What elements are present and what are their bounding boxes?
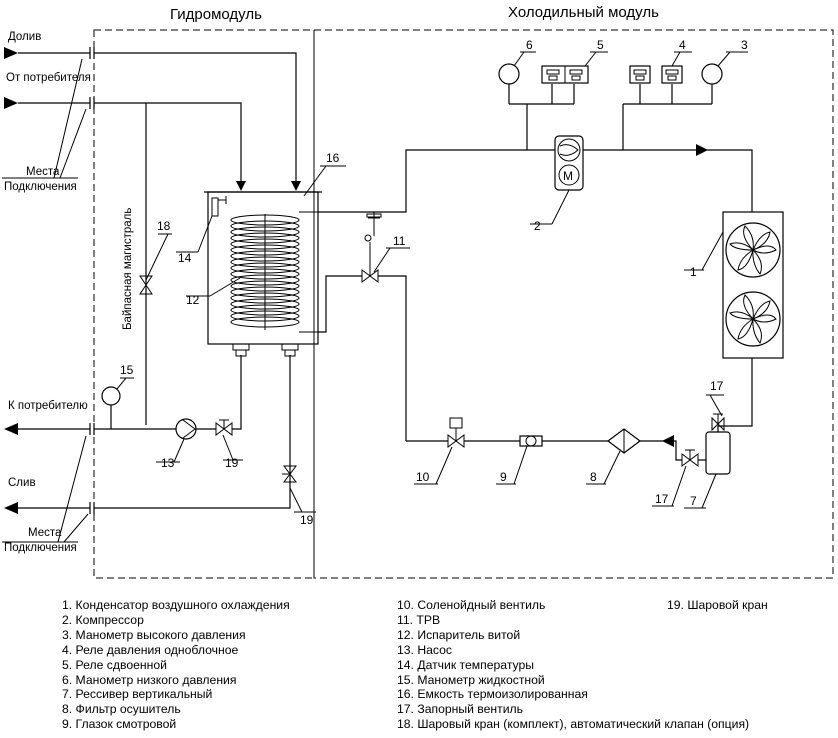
label-16: 16 xyxy=(326,151,340,165)
legend-item: 10. Соленойдный вентиль xyxy=(397,598,546,612)
legend-item: 11. ТРВ xyxy=(397,612,441,627)
liquid-arrow-icon xyxy=(662,435,674,447)
vertical-receiver xyxy=(705,431,731,475)
drain-ball-valve xyxy=(282,465,297,483)
label-12: 12 xyxy=(186,293,200,307)
compressor: M xyxy=(554,135,584,191)
receiver-outlet-shutoff-valve xyxy=(681,449,699,467)
legend-item: 2. Компрессор xyxy=(62,612,144,627)
label-18: 18 xyxy=(157,219,171,233)
discharge-arrow-icon xyxy=(696,144,708,156)
return-inlet-arrow-icon xyxy=(236,181,246,191)
label-9: 9 xyxy=(500,470,507,484)
label-2: 2 xyxy=(534,219,541,233)
filter-drier xyxy=(607,428,641,454)
legend-column-3: 19. Шаровой кран xyxy=(667,598,768,613)
label-10: 10 xyxy=(416,470,430,484)
label-14: 14 xyxy=(178,251,192,265)
dual-pressure-relay xyxy=(541,65,589,84)
places-bottom-label-1: Места xyxy=(28,527,62,539)
tank-outlet-fittings xyxy=(232,343,299,357)
legend-item: 1. Конденсатор воздушного охлаждения xyxy=(62,598,290,612)
high-pressure-gauge xyxy=(701,63,723,85)
label-4: 4 xyxy=(679,38,686,52)
air-cooled-condenser xyxy=(722,211,784,359)
legend-item: 9. Глазок смотровой xyxy=(62,717,177,732)
temperature-sensor xyxy=(211,196,227,217)
legend-column-2: 10. Соленойдный вентиль 11. ТРВ 12. Испа… xyxy=(397,598,749,732)
label-3: 3 xyxy=(741,38,748,52)
bypass-label: Байпасная магистраль xyxy=(122,208,134,330)
doliv-arrow-icon xyxy=(4,47,18,59)
places-bottom-label-2: Подключения xyxy=(4,542,77,554)
label-8: 8 xyxy=(590,470,597,484)
label-13: 13 xyxy=(161,456,175,470)
label-17-top: 17 xyxy=(710,379,724,393)
legend-item: 5. Реле сдвоенной xyxy=(62,657,167,672)
legend-column-1: 1. Конденсатор воздушного охлаждения 2. … xyxy=(62,598,290,732)
low-pressure-gauge xyxy=(498,63,520,85)
legend-item: 3. Манометр высокого давления xyxy=(62,627,246,642)
label-6: 6 xyxy=(526,38,533,52)
label-15: 15 xyxy=(120,363,134,377)
places-top-label-1: Места xyxy=(26,166,60,178)
cold-module-title: Холодильный модуль xyxy=(508,4,659,21)
legend-item: 14. Датчик температуры xyxy=(397,657,535,672)
legend-item: 17. Запорный вентиль xyxy=(397,702,524,717)
sight-glass xyxy=(519,435,543,447)
legend-item: 6. Манометр низкого давления xyxy=(62,672,237,687)
legend-item: 19. Шаровой кран xyxy=(667,598,768,612)
label-19-b: 19 xyxy=(300,513,314,527)
sliv-label: Слив xyxy=(8,477,36,489)
label-17-bottom: 17 xyxy=(655,492,669,506)
sliv-arrow-icon xyxy=(4,502,18,514)
places-top-label-2: Подключения xyxy=(4,181,77,193)
label-7: 7 xyxy=(690,494,697,508)
receiver-inlet-shutoff-valve xyxy=(711,413,725,432)
legend-item: 12. Испаритель витой xyxy=(397,627,521,642)
bypass-ball-valve xyxy=(139,275,153,295)
coil-evaporator xyxy=(230,211,318,333)
hydro-module-boundary xyxy=(93,29,315,579)
from-consumer-label: От потребителя xyxy=(6,72,91,84)
liquid-gauge xyxy=(101,386,121,406)
pump-ball-valve xyxy=(215,419,233,436)
to-consumer-label: К потребителю xyxy=(8,400,88,412)
legend-item: 7. Рессивер вертикальный xyxy=(62,687,213,702)
legend-item: 13. Насос xyxy=(397,642,453,657)
solenoid-valve xyxy=(447,417,465,448)
cold-module-boundary xyxy=(313,29,834,579)
doliv-label: Долив xyxy=(8,31,41,43)
legend-item: 15. Манометр жидкостной xyxy=(397,672,545,687)
legend-item: 4. Реле давления одноблочное xyxy=(62,642,239,657)
single-pressure-relays xyxy=(629,65,683,84)
legend-item: 16. Емкость термоизолированная xyxy=(397,687,588,702)
label-19-a: 19 xyxy=(225,456,239,470)
to-consumer-arrow-icon xyxy=(4,423,18,435)
label-5: 5 xyxy=(597,38,604,52)
legend-item: 18. Шаровый кран (комплект), автоматичес… xyxy=(397,717,750,732)
doliv-inlet-arrow-icon xyxy=(291,181,301,191)
legend-item: 8. Фильтр осушитель xyxy=(62,702,181,717)
compressor-motor-symbol: M xyxy=(563,169,573,183)
hydro-module-title: Гидромодуль xyxy=(170,6,262,23)
refrigeration-scheme-diagram: Гидромодуль Холодильный модуль Долив От … xyxy=(2,4,834,579)
label-11: 11 xyxy=(393,234,406,248)
expansion-valve xyxy=(361,212,382,283)
from-consumer-arrow-icon xyxy=(4,97,18,109)
label-1: 1 xyxy=(690,265,697,279)
